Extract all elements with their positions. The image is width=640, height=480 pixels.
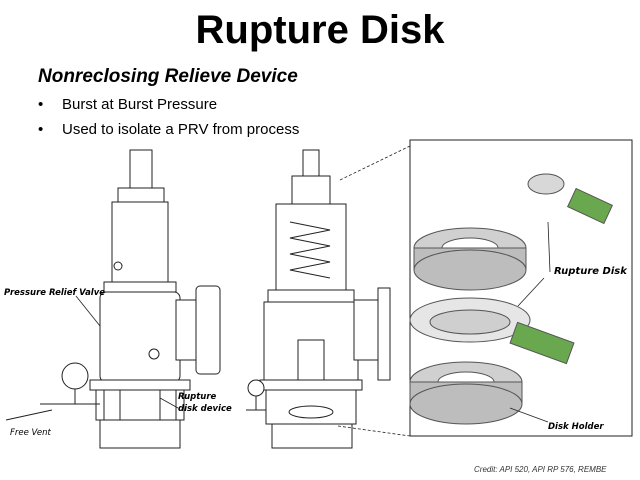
bullet-list: • Burst at Burst Pressure • Used to isolat…	[38, 96, 299, 146]
label-disk-holder: Disk Holder	[548, 422, 604, 432]
rupture-disk-photo	[409, 173, 614, 425]
prv-cutaway-drawing	[246, 149, 391, 449]
slide-subtitle: Nonreclosing Relieve Device	[38, 66, 298, 87]
callout-lines	[75, 145, 411, 437]
credit-text: Credit: API 520, API RP 576, REMBE	[474, 465, 607, 474]
bullet-item: • Burst at Burst Pressure	[38, 96, 299, 121]
label-free-vent: Free Vent	[10, 428, 51, 438]
photo-callouts	[509, 221, 551, 423]
label-rupture-disk: Rupture Disk	[554, 266, 627, 277]
prv-external-drawing	[5, 149, 221, 449]
label-rupture-disk-device-line2: disk device	[178, 404, 232, 414]
slide-title: Rupture Disk	[195, 8, 445, 52]
label-rupture-disk-device-line1: Rupture	[178, 392, 217, 402]
bullet-dot-icon: •	[38, 96, 44, 113]
bullet-text: Burst at Burst Pressure	[62, 96, 218, 113]
label-pressure-relief-valve: Pressure Relief Valve	[4, 288, 106, 298]
bullet-item: • Used to isolate a PRV from process	[38, 121, 299, 146]
bullet-text: Used to isolate a PRV from process	[62, 121, 300, 138]
bullet-dot-icon: •	[38, 121, 44, 138]
